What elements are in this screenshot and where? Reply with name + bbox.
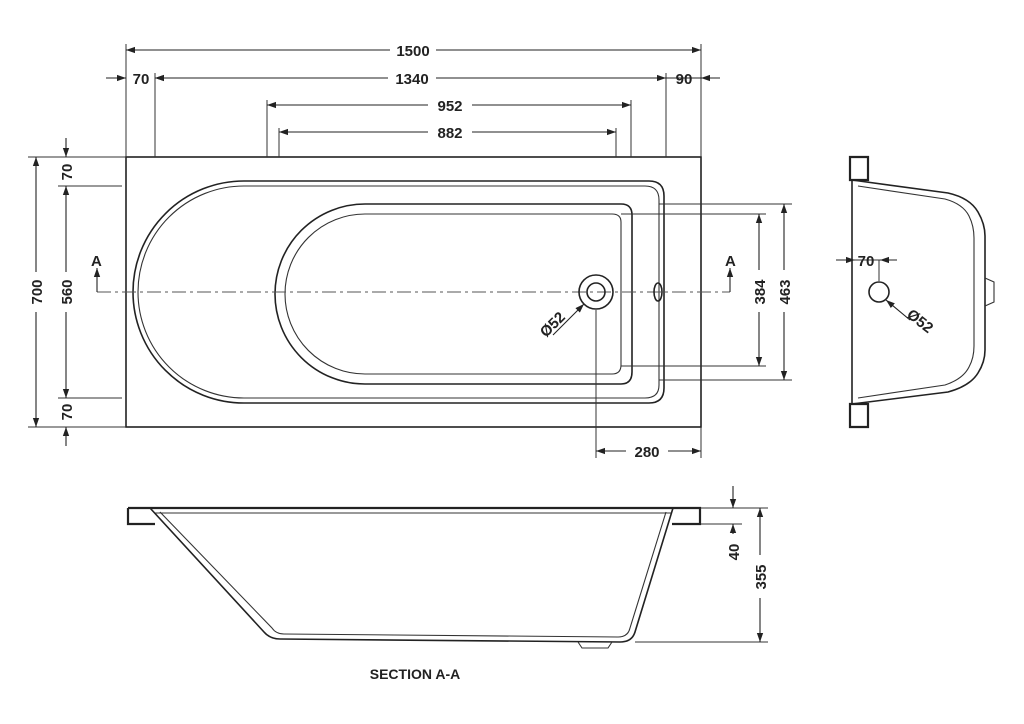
section-view: 40 355 SECTION A-A bbox=[126, 486, 770, 682]
dim-bottom-rim: 70 bbox=[59, 404, 76, 421]
dim-waste-diameter: Ø52 bbox=[537, 309, 569, 341]
dim-rim-depth: 40 bbox=[726, 544, 743, 561]
section-marker-left: A bbox=[91, 253, 102, 270]
dim-463: 463 bbox=[777, 279, 794, 304]
dim-overall-length: 1500 bbox=[396, 43, 429, 60]
overflow-outlet bbox=[653, 282, 663, 302]
waste-outlet bbox=[578, 274, 614, 310]
horizontal-dimensions: 1500 70 1340 90 952 882 bbox=[106, 43, 720, 157]
dim-inner-width: 560 bbox=[59, 279, 76, 304]
dim-end-offset: 70 bbox=[858, 253, 875, 270]
vertical-dimensions-right: 384 463 bbox=[621, 203, 794, 381]
end-waste-outlet bbox=[868, 281, 890, 303]
section-rim bbox=[128, 506, 702, 526]
dim-top-rim: 70 bbox=[59, 164, 76, 181]
dim-waste-offset: 280 bbox=[634, 444, 659, 461]
vertical-dimensions-left: 700 70 560 70 bbox=[28, 138, 126, 446]
plan-view bbox=[97, 156, 730, 428]
dim-384: 384 bbox=[752, 279, 769, 305]
section-marker-right: A bbox=[725, 253, 736, 270]
end-view-outline bbox=[851, 179, 986, 405]
section-tub-outline bbox=[149, 507, 674, 643]
dim-overall-depth: 355 bbox=[753, 564, 770, 589]
dim-882: 882 bbox=[437, 125, 462, 142]
dim-inner-length: 1340 bbox=[395, 71, 428, 88]
dim-952: 952 bbox=[437, 98, 462, 115]
bath-outer-outline bbox=[125, 156, 702, 428]
dim-end-waste-diameter: Ø52 bbox=[903, 306, 936, 337]
section-markers: A A bbox=[91, 253, 736, 292]
bath-rim-inner-outline bbox=[132, 180, 665, 404]
end-view: 70 Ø52 bbox=[836, 155, 995, 429]
dim-right-rim: 90 bbox=[676, 71, 693, 88]
waste-dimensions: Ø52 280 bbox=[537, 303, 702, 461]
dim-overall-width: 700 bbox=[29, 279, 46, 304]
bath-basin-outline bbox=[274, 203, 633, 385]
section-title: SECTION A-A bbox=[370, 666, 460, 682]
dim-left-rim: 70 bbox=[133, 71, 150, 88]
